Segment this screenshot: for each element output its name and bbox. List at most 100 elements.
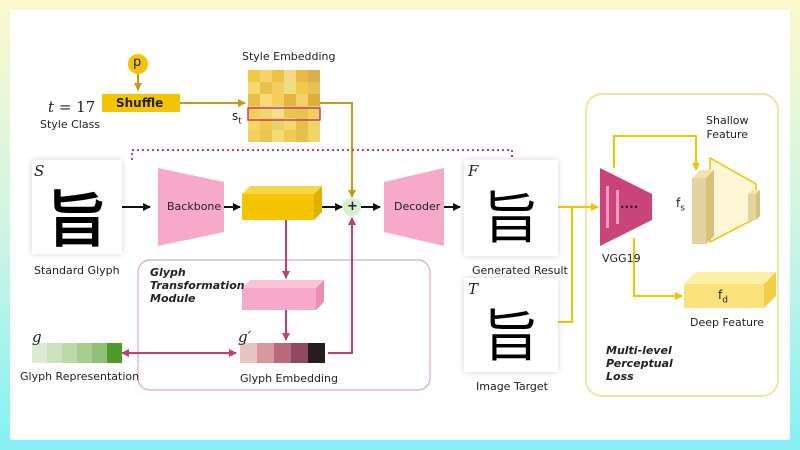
vgg-dots: ···· bbox=[620, 200, 639, 214]
glyph-rep-label: Glyph Representation bbox=[20, 370, 140, 383]
style-embedding-title: Style Embedding bbox=[242, 50, 336, 63]
style-grid-cell bbox=[284, 94, 296, 106]
mpl-label: Multi-level Perceptual Loss bbox=[606, 344, 673, 383]
style-grid-cell bbox=[272, 118, 284, 130]
deep-block-side bbox=[764, 272, 776, 308]
style-grid-cell bbox=[308, 94, 320, 106]
shuffle-label: Shuffle bbox=[116, 96, 164, 110]
shallow-block-top bbox=[692, 170, 714, 178]
gtm-frame bbox=[137, 259, 431, 391]
style-grid-cell bbox=[248, 70, 260, 82]
style-grid-cell bbox=[260, 118, 272, 130]
mpl-label-line3: Loss bbox=[606, 370, 634, 383]
diagram-svg bbox=[32, 54, 779, 397]
style-grid-cell bbox=[296, 82, 308, 94]
gtm-label-line3: Module bbox=[150, 292, 196, 305]
style-row-subscript: t bbox=[238, 116, 242, 127]
standard-glyph-char: 旨 bbox=[47, 186, 107, 256]
gtm-label-line1: Glyph bbox=[150, 266, 186, 279]
target-glyph-box: 旨 bbox=[464, 278, 558, 372]
plus-label: + bbox=[347, 199, 358, 214]
glyph-emb-symbol: g′ bbox=[238, 328, 252, 346]
style-grid-cell bbox=[296, 94, 308, 106]
style-grid-cell bbox=[284, 82, 296, 94]
style-class-label: Style Class bbox=[40, 118, 101, 131]
diagram-canvas: t = 17 Style Class p Shuffle Style Embed… bbox=[10, 10, 790, 440]
glyph-emb-cell bbox=[257, 343, 274, 363]
feature-box-side bbox=[314, 186, 322, 220]
style-grid-cell bbox=[272, 70, 284, 82]
target-to-vgg-line bbox=[558, 207, 573, 323]
embedding-to-plus-arrow bbox=[328, 217, 356, 354]
vgg-label: VGG19 bbox=[602, 252, 641, 265]
style-class-var: t bbox=[48, 98, 55, 116]
feature-box-top bbox=[242, 186, 322, 194]
decoder-shape bbox=[384, 168, 444, 246]
deep-block-top bbox=[684, 272, 776, 284]
style-grid-cell bbox=[248, 130, 260, 142]
style-grid-cell bbox=[260, 130, 272, 142]
gtm-box-side bbox=[316, 280, 324, 310]
style-grid-cell bbox=[260, 94, 272, 106]
deep-sym: f bbox=[718, 288, 723, 302]
style-grid-cell bbox=[284, 70, 296, 82]
mpl-label-line1: Multi-level bbox=[606, 344, 672, 357]
target-glyph-char: 旨 bbox=[483, 305, 539, 370]
style-row-highlight bbox=[247, 107, 321, 121]
style-grid-cell bbox=[284, 118, 296, 130]
style-grid-cell bbox=[272, 94, 284, 106]
mpl-label-line2: Perceptual bbox=[606, 357, 673, 370]
target-symbol: T bbox=[468, 280, 479, 298]
vgg-to-deep-arrow bbox=[633, 238, 683, 300]
dotted-skip-line bbox=[131, 149, 513, 160]
shallow-small-front bbox=[748, 194, 756, 220]
glyph-embedding-strip bbox=[240, 343, 325, 363]
standard-glyph-label: Standard Glyph bbox=[34, 264, 120, 277]
style-row-label: st bbox=[232, 109, 242, 126]
glyph-rep-cell bbox=[77, 343, 92, 363]
plus-node bbox=[343, 198, 361, 216]
style-class-number: 17 bbox=[76, 98, 96, 116]
style-grid-cell bbox=[308, 130, 320, 142]
style-class-value: t = 17 bbox=[48, 98, 95, 116]
shallow-block-side bbox=[706, 170, 714, 244]
style-grid-cell bbox=[308, 70, 320, 82]
shallow-label: Shallow Feature bbox=[706, 114, 749, 142]
style-grid-cell bbox=[308, 82, 320, 94]
shallow-symbol: fs bbox=[676, 196, 685, 213]
decoder-label: Decoder bbox=[394, 200, 441, 213]
generated-glyph-char: 旨 bbox=[483, 187, 539, 252]
deep-sub: d bbox=[722, 295, 728, 306]
style-grid-cell bbox=[296, 118, 308, 130]
style-grid-cell bbox=[260, 70, 272, 82]
style-class-eq: = bbox=[58, 98, 72, 116]
style-row-symbol: s bbox=[232, 109, 239, 123]
generated-symbol: F bbox=[468, 162, 479, 180]
deep-label: Deep Feature bbox=[690, 316, 765, 329]
glyph-rep-cell bbox=[107, 343, 122, 363]
style-to-plus-arrow bbox=[320, 102, 356, 198]
style-grid-cell bbox=[296, 130, 308, 142]
vgg-to-shallow-arrow bbox=[613, 135, 700, 171]
style-grid-cell bbox=[296, 106, 308, 118]
style-grid-cell bbox=[248, 118, 260, 130]
vgg-funnel bbox=[600, 168, 652, 246]
glyph-rep-cell bbox=[32, 343, 47, 363]
style-grid-cell bbox=[272, 82, 284, 94]
glyph-emb-label: Glyph Embedding bbox=[240, 372, 338, 385]
generated-label: Generated Result bbox=[472, 264, 568, 277]
shallow-sub: s bbox=[680, 203, 685, 214]
style-grid-cell bbox=[284, 130, 296, 142]
style-grid-cell bbox=[296, 70, 308, 82]
generated-glyph-box: 旨 bbox=[464, 160, 558, 256]
p-node bbox=[128, 54, 148, 74]
standard-glyph-box: 旨 bbox=[32, 160, 122, 256]
standard-glyph-symbol: S bbox=[34, 162, 45, 180]
mpl-frame bbox=[585, 93, 779, 397]
target-label: Image Target bbox=[476, 380, 548, 393]
deep-block-front bbox=[684, 284, 764, 308]
vgg-bar-2 bbox=[616, 190, 619, 224]
style-embedding-grid bbox=[248, 70, 320, 142]
glyph-emb-cell bbox=[274, 343, 291, 363]
glyph-representation-strip bbox=[32, 343, 122, 363]
